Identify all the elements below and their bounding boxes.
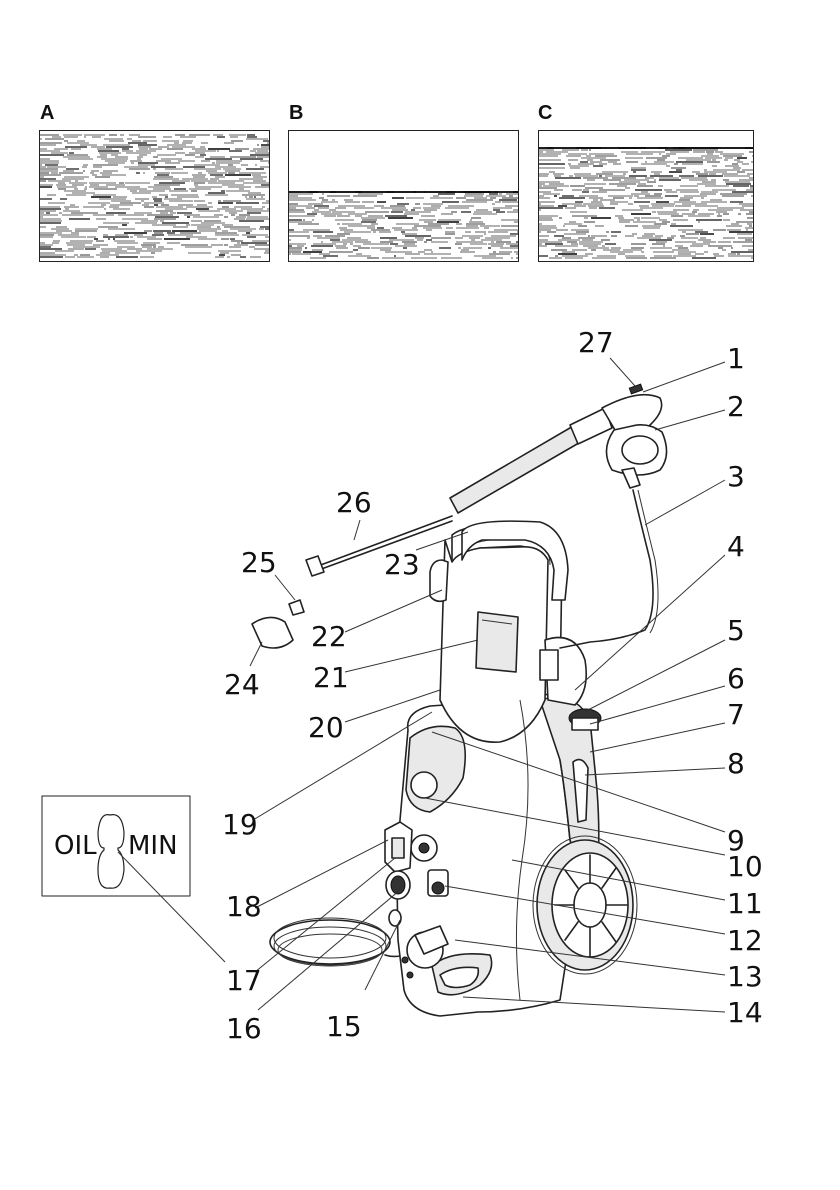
callout-22: 22 bbox=[311, 620, 347, 653]
callout-5: 5 bbox=[727, 614, 745, 647]
spray-panel-c bbox=[538, 130, 754, 262]
callout-14: 14 bbox=[727, 996, 763, 1029]
callout-15: 15 bbox=[326, 1010, 362, 1043]
callout-12: 12 bbox=[727, 924, 763, 957]
callout-7: 7 bbox=[727, 698, 745, 731]
spray-panel-a bbox=[39, 130, 270, 262]
oil-gauge-inset: OIL MIN bbox=[41, 795, 226, 963]
callout-10: 10 bbox=[727, 850, 763, 883]
callout-18: 18 bbox=[226, 890, 262, 923]
callout-27: 27 bbox=[578, 326, 614, 359]
callout-4: 4 bbox=[727, 530, 745, 563]
spray-pattern-c bbox=[539, 147, 753, 259]
callout-13: 13 bbox=[727, 960, 763, 993]
nozzle-parts bbox=[251, 555, 325, 649]
side-parts bbox=[568, 708, 602, 823]
spray-pattern-a bbox=[40, 134, 269, 258]
spray-panel-b bbox=[288, 130, 519, 262]
callout-16: 16 bbox=[226, 1012, 262, 1045]
panel-label-a: A bbox=[40, 102, 55, 124]
callout-numbers: 1 2 3 4 5 6 7 8 9 10 11 12 13 14 15 16 1… bbox=[222, 326, 763, 1045]
callout-19: 19 bbox=[222, 808, 258, 841]
min-label: MIN bbox=[128, 831, 178, 861]
callout-2: 2 bbox=[727, 390, 745, 423]
callout-8: 8 bbox=[727, 747, 745, 780]
callout-3: 3 bbox=[727, 460, 745, 493]
spray-lance bbox=[315, 383, 668, 572]
callout-21: 21 bbox=[313, 661, 349, 694]
callout-20: 20 bbox=[308, 711, 344, 744]
callout-24: 24 bbox=[224, 668, 260, 701]
panel-label-b: B bbox=[289, 102, 304, 124]
oil-label: OIL bbox=[54, 831, 97, 861]
high-pressure-hose bbox=[559, 489, 654, 649]
callout-26: 26 bbox=[336, 486, 372, 519]
callout-11: 11 bbox=[727, 887, 763, 920]
callout-25: 25 bbox=[241, 546, 277, 579]
callout-1: 1 bbox=[727, 342, 745, 375]
wheel bbox=[532, 835, 638, 975]
callout-23: 23 bbox=[384, 548, 420, 581]
callout-9: 9 bbox=[727, 824, 745, 857]
panel-label-c: C bbox=[538, 102, 553, 124]
callout-6: 6 bbox=[727, 662, 745, 695]
callout-17: 17 bbox=[226, 964, 262, 997]
front-controls bbox=[384, 821, 449, 955]
leader-lines bbox=[249, 357, 726, 1013]
spray-pattern-b bbox=[289, 191, 518, 259]
